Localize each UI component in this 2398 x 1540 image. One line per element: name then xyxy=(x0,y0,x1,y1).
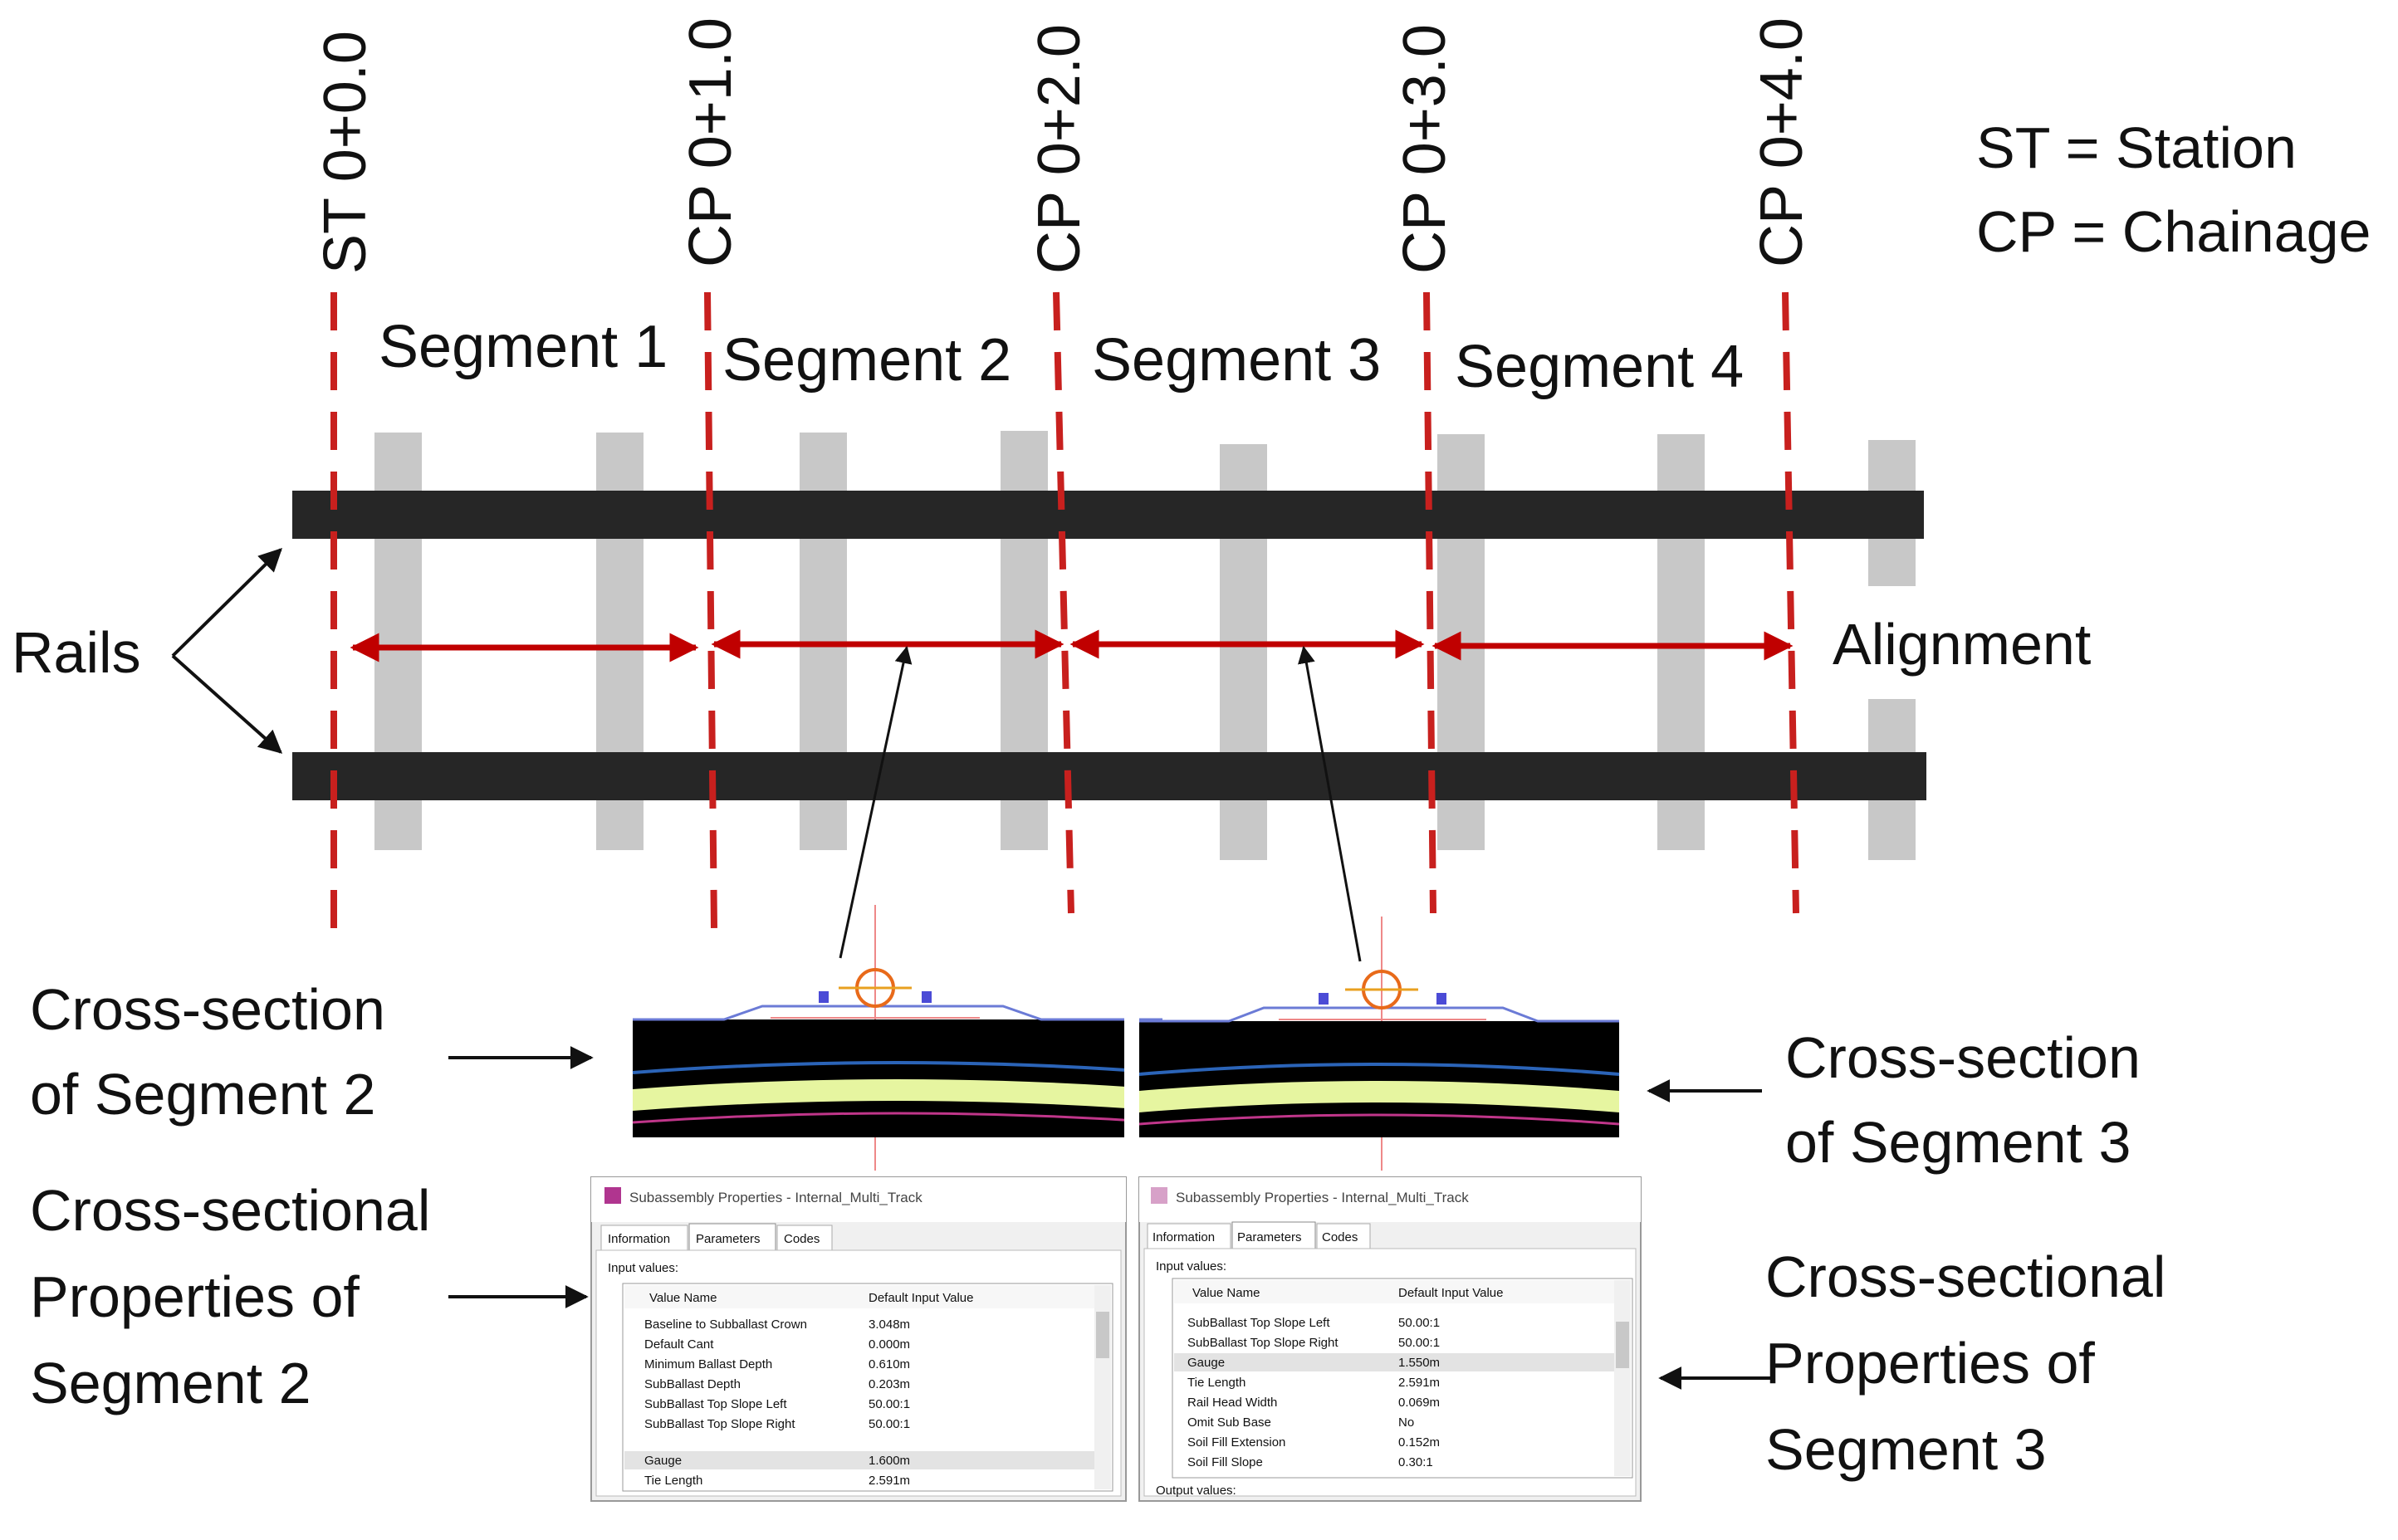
row-name: Gauge xyxy=(1187,1356,1225,1370)
cross-section-3-label: of Segment 3 xyxy=(1785,1110,2131,1175)
station-label: CP 0+2.0 xyxy=(1026,24,1093,274)
cross-section-3-label: Cross-section xyxy=(1785,1025,2141,1090)
scrollbar[interactable] xyxy=(1614,1280,1631,1476)
row-name: Baseline to Subballast Crown xyxy=(644,1318,807,1332)
row-name: SubBallast Top Slope Left xyxy=(644,1397,787,1411)
station-line xyxy=(704,291,717,929)
rail-top xyxy=(292,491,1924,539)
row-name: Minimum Ballast Depth xyxy=(644,1357,772,1371)
row-value: 0.069m xyxy=(1398,1396,1440,1410)
tab-label: Codes xyxy=(784,1232,820,1246)
row-name: Omit Sub Base xyxy=(1187,1415,1271,1430)
row-name: Tie Length xyxy=(1187,1376,1245,1390)
row-name: SubBallast Top Slope Left xyxy=(1187,1316,1330,1330)
properties-3-label: Properties of xyxy=(1765,1331,2095,1396)
pointer-arrow xyxy=(1298,645,1362,962)
row-value: 50.00:1 xyxy=(869,1397,910,1411)
station-line xyxy=(1423,291,1436,914)
station-lines xyxy=(330,291,1799,929)
tab-label: Parameters xyxy=(696,1232,761,1246)
row-value: 0.610m xyxy=(869,1357,910,1371)
segment-label: Segment 2 xyxy=(722,327,1011,394)
app-icon xyxy=(604,1187,621,1204)
tab-information[interactable] xyxy=(600,1225,688,1251)
row-name: Rail Head Width xyxy=(1187,1396,1277,1410)
dialog-tabs: Information Parameters Codes xyxy=(600,1223,833,1251)
row-name: Gauge xyxy=(644,1454,682,1468)
row-value: 0.152m xyxy=(1398,1435,1440,1450)
legend-chainage: CP = Chainage xyxy=(1976,199,2371,264)
tab-label: Information xyxy=(1153,1230,1215,1244)
tab-codes[interactable] xyxy=(1316,1223,1371,1249)
scrollbar-thumb[interactable] xyxy=(1616,1322,1629,1368)
column-header: Default Input Value xyxy=(869,1291,973,1305)
rail-bottom xyxy=(292,752,1926,800)
row-value: 0.30:1 xyxy=(1398,1455,1433,1469)
station-label: CP 0+4.0 xyxy=(1749,17,1815,267)
tab-label: Codes xyxy=(1322,1230,1358,1244)
row-value: 50.00:1 xyxy=(1398,1336,1440,1350)
row-name: SubBallast Top Slope Right xyxy=(644,1417,795,1431)
legend-station: ST = Station xyxy=(1976,115,2297,180)
dialog-title: Subassembly Properties - Internal_Multi_… xyxy=(1176,1190,1469,1205)
row-value: No xyxy=(1398,1415,1414,1430)
row-value: 2.591m xyxy=(869,1474,910,1488)
cross-section-segment-2 xyxy=(632,905,1163,1171)
section-label: Input values: xyxy=(1156,1259,1226,1274)
scrollbar-thumb[interactable] xyxy=(1096,1312,1109,1358)
row-name: Tie Length xyxy=(644,1474,702,1488)
tab-information[interactable] xyxy=(1147,1223,1231,1249)
column-header: Default Input Value xyxy=(1398,1286,1503,1300)
row-value: 2.591m xyxy=(1398,1376,1440,1390)
app-icon xyxy=(1151,1187,1167,1204)
row-name: Soil Fill Extension xyxy=(1187,1435,1285,1450)
row-value: 3.048m xyxy=(869,1318,910,1332)
dialog-title: Subassembly Properties - Internal_Multi_… xyxy=(629,1190,922,1205)
properties-dialog-segment-2: Subassembly Properties - Internal_Multi_… xyxy=(590,1176,1127,1502)
column-header: Value Name xyxy=(1192,1286,1260,1300)
rails-label: Rails xyxy=(12,620,141,685)
segment-label: Segment 3 xyxy=(1092,327,1381,394)
cross-section-2-label: of Segment 2 xyxy=(30,1062,375,1127)
row-name: SubBallast Top Slope Right xyxy=(1187,1336,1338,1350)
tab-label: Parameters xyxy=(1237,1230,1302,1244)
pointer-arrow xyxy=(839,645,913,959)
dialog-tabs: Information Parameters Codes xyxy=(1147,1221,1371,1249)
row-value: 0.203m xyxy=(869,1377,910,1391)
tab-codes[interactable] xyxy=(776,1225,833,1251)
properties-2-label: Properties of xyxy=(30,1264,360,1329)
cross-section-2-label: Cross-section xyxy=(30,977,385,1042)
row-value: 1.550m xyxy=(1398,1356,1440,1370)
properties-3-label: Cross-sectional xyxy=(1765,1244,2166,1309)
row-name: Default Cant xyxy=(644,1337,714,1352)
rails-arrow xyxy=(171,548,282,658)
output-values-label: Output values: xyxy=(1156,1484,1236,1498)
row-value: 1.600m xyxy=(869,1454,910,1468)
segment-label: Segment 4 xyxy=(1455,334,1744,400)
row-name: SubBallast Depth xyxy=(644,1377,741,1391)
column-header: Value Name xyxy=(649,1291,717,1305)
station-label: CP 0+3.0 xyxy=(1392,24,1458,274)
station-label: CP 0+1.0 xyxy=(678,17,744,267)
properties-dialog-segment-3: Subassembly Properties - Internal_Multi_… xyxy=(1138,1176,1642,1502)
station-label: ST 0+0.0 xyxy=(312,31,379,274)
segment-label: Segment 1 xyxy=(379,314,668,380)
alignment-label: Alignment xyxy=(1833,612,2091,677)
row-name: Soil Fill Slope xyxy=(1187,1455,1263,1469)
station-line xyxy=(1782,291,1799,914)
rails-arrow xyxy=(171,654,283,754)
tab-label: Information xyxy=(608,1232,670,1246)
row-value: 50.00:1 xyxy=(869,1417,910,1431)
section-label: Input values: xyxy=(608,1261,678,1275)
row-value: 50.00:1 xyxy=(1398,1316,1440,1330)
properties-2-label: Cross-sectional xyxy=(30,1178,430,1243)
station-line xyxy=(1053,291,1074,914)
row-value: 0.000m xyxy=(869,1337,910,1352)
properties-2-label: Segment 2 xyxy=(30,1351,311,1415)
tab-parameters[interactable] xyxy=(688,1223,776,1251)
cross-section-segment-3 xyxy=(1138,917,1620,1171)
properties-3-label: Segment 3 xyxy=(1765,1417,2047,1482)
alignment-arrows xyxy=(350,629,1794,662)
